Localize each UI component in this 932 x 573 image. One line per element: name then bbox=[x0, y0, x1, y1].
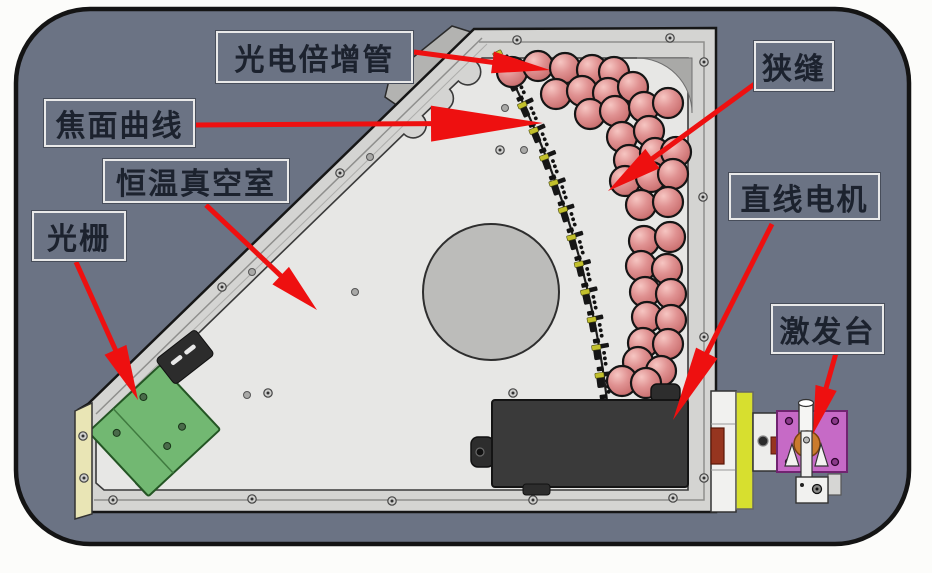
chamber-center-port bbox=[422, 223, 560, 361]
corner-recess bbox=[636, 57, 693, 114]
label-linear-motor: 直线电机 bbox=[729, 173, 880, 220]
pmt-sphere bbox=[651, 185, 685, 219]
screw-center bbox=[111, 498, 115, 502]
arrow-line-linear-motor bbox=[702, 222, 775, 358]
hypotenuse-rim-line-outer bbox=[95, 37, 483, 415]
grating-mount-bracket bbox=[156, 330, 214, 384]
screw-center bbox=[511, 391, 515, 395]
stage-post bbox=[798, 402, 814, 435]
hole-dot bbox=[366, 153, 374, 161]
screw-center bbox=[668, 36, 672, 40]
grating-board bbox=[88, 364, 221, 497]
screw-center bbox=[338, 171, 342, 175]
arrow-head-photomultiplier bbox=[491, 51, 550, 74]
hole-dot bbox=[501, 104, 509, 112]
screws bbox=[78, 33, 709, 506]
screw-center bbox=[82, 476, 86, 480]
label-vacuum-chamber: 恒温真空室 bbox=[103, 159, 289, 203]
arrow-head-focal-curve bbox=[430, 105, 543, 142]
screw-center bbox=[702, 476, 706, 480]
screw-center bbox=[220, 285, 224, 289]
arrow-line-focal-curve bbox=[194, 121, 436, 128]
screw-center bbox=[702, 335, 706, 339]
arrow-head-slit bbox=[608, 148, 660, 191]
arrow-head-vacuum-chamber bbox=[272, 266, 317, 310]
hole-dot bbox=[248, 268, 256, 276]
screw-center bbox=[515, 38, 519, 42]
label-grating: 光栅 bbox=[32, 211, 126, 261]
screw-center bbox=[81, 434, 85, 438]
hole-dot bbox=[520, 146, 528, 154]
left-end-plate bbox=[74, 401, 93, 521]
label-photomultiplier: 光电倍增管 bbox=[216, 31, 413, 83]
screw-center bbox=[701, 195, 705, 199]
screw-center bbox=[250, 497, 254, 501]
arrow-line-vacuum-chamber bbox=[204, 203, 286, 281]
pmt-sphere bbox=[653, 220, 687, 254]
label-focal-curve: 焦面曲线 bbox=[44, 99, 195, 147]
screw-center bbox=[390, 499, 394, 503]
callout-arrows bbox=[73, 49, 839, 434]
excitation-stage-assembly bbox=[776, 398, 848, 504]
label-excitation-stage: 激发台 bbox=[771, 304, 884, 354]
frame-inset-line bbox=[94, 41, 705, 501]
hole-dot bbox=[351, 288, 359, 296]
label-slit: 狭缝 bbox=[754, 41, 834, 91]
hole-dot bbox=[243, 391, 251, 399]
arrow-line-slit bbox=[647, 80, 758, 163]
pmt-sphere bbox=[651, 327, 685, 361]
arrow-line-grating bbox=[73, 260, 120, 355]
arrow-head-grating bbox=[104, 344, 138, 400]
linear-motor-box bbox=[470, 383, 689, 496]
pmt-sphere bbox=[624, 188, 658, 222]
screw-center bbox=[266, 391, 270, 395]
screw-center bbox=[498, 148, 502, 152]
screw-center bbox=[702, 60, 706, 64]
shaft-feedthrough bbox=[710, 390, 780, 513]
screw-center bbox=[671, 496, 675, 500]
arrow-line-photomultiplier bbox=[413, 49, 497, 66]
arrow-head-linear-motor bbox=[673, 347, 718, 420]
pmt-sphere bbox=[651, 86, 685, 120]
arrow-head-excitation-stage bbox=[813, 384, 837, 434]
arrow-line-excitation-stage bbox=[822, 352, 839, 393]
screw-center bbox=[531, 498, 535, 502]
pmt-sphere bbox=[656, 157, 690, 191]
